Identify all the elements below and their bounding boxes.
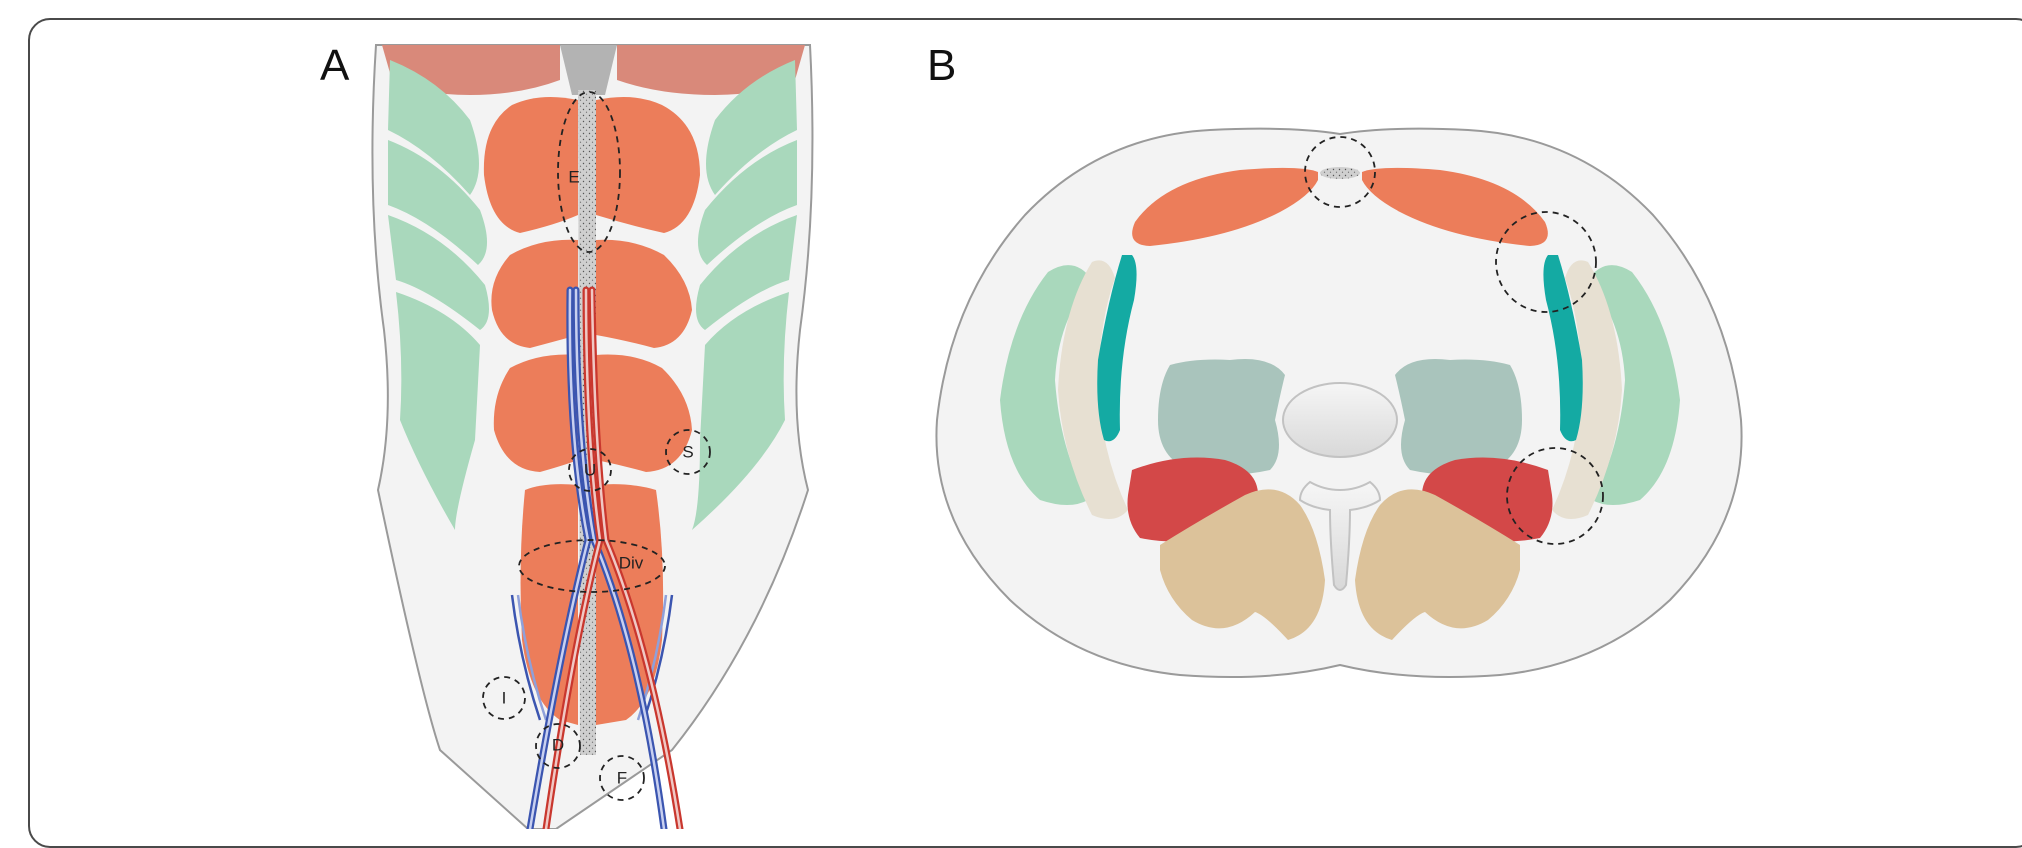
psoas-left-xs	[1158, 359, 1285, 475]
spinous-process-xs	[1298, 480, 1382, 591]
internal-oblique-left-xs	[1058, 260, 1128, 519]
region-f-label: F	[617, 768, 627, 787]
region-e-label: E	[568, 167, 579, 186]
region-xs-lateral-upper	[1495, 211, 1597, 313]
region-d-label: D	[552, 735, 564, 754]
region-f: F	[599, 755, 645, 801]
region-s-label: S	[682, 442, 693, 461]
region-i-label: I	[502, 688, 507, 707]
external-oblique-left	[388, 60, 489, 530]
panel-b-letter: B	[927, 41, 956, 90]
region-u: U	[568, 448, 612, 492]
sternum	[560, 45, 617, 95]
region-xs-midline	[1304, 136, 1376, 208]
transversus-left-xs	[1097, 255, 1137, 442]
anatomy-figure: A	[320, 41, 1743, 829]
internal-oblique-right-xs	[1552, 260, 1622, 519]
region-u-label: U	[584, 460, 596, 479]
region-e: E	[557, 91, 621, 253]
panel-b: B	[927, 41, 1743, 679]
external-oblique-right-xs	[1588, 265, 1680, 505]
erector-left-xs	[1160, 489, 1325, 640]
region-i: I	[482, 676, 526, 720]
linea-alba-xs	[1320, 167, 1360, 179]
region-d: D	[535, 723, 581, 769]
panel-a-letter: A	[320, 41, 350, 90]
transversus-right-xs	[1543, 255, 1583, 442]
vertebral-body-xs	[1282, 382, 1398, 458]
erector-right-xs	[1355, 489, 1520, 640]
external-oblique-left-xs	[1000, 265, 1092, 505]
external-oblique-right	[692, 60, 797, 530]
region-xs-posterior	[1506, 447, 1604, 545]
psoas-right-xs	[1395, 359, 1522, 475]
region-div-label: Div	[619, 553, 644, 572]
panel-a: A	[320, 41, 814, 829]
region-s: S	[665, 429, 711, 475]
region-div: Div	[518, 539, 666, 593]
rectus-left-xs	[1132, 167, 1318, 246]
rectus-right-xs	[1362, 167, 1548, 246]
